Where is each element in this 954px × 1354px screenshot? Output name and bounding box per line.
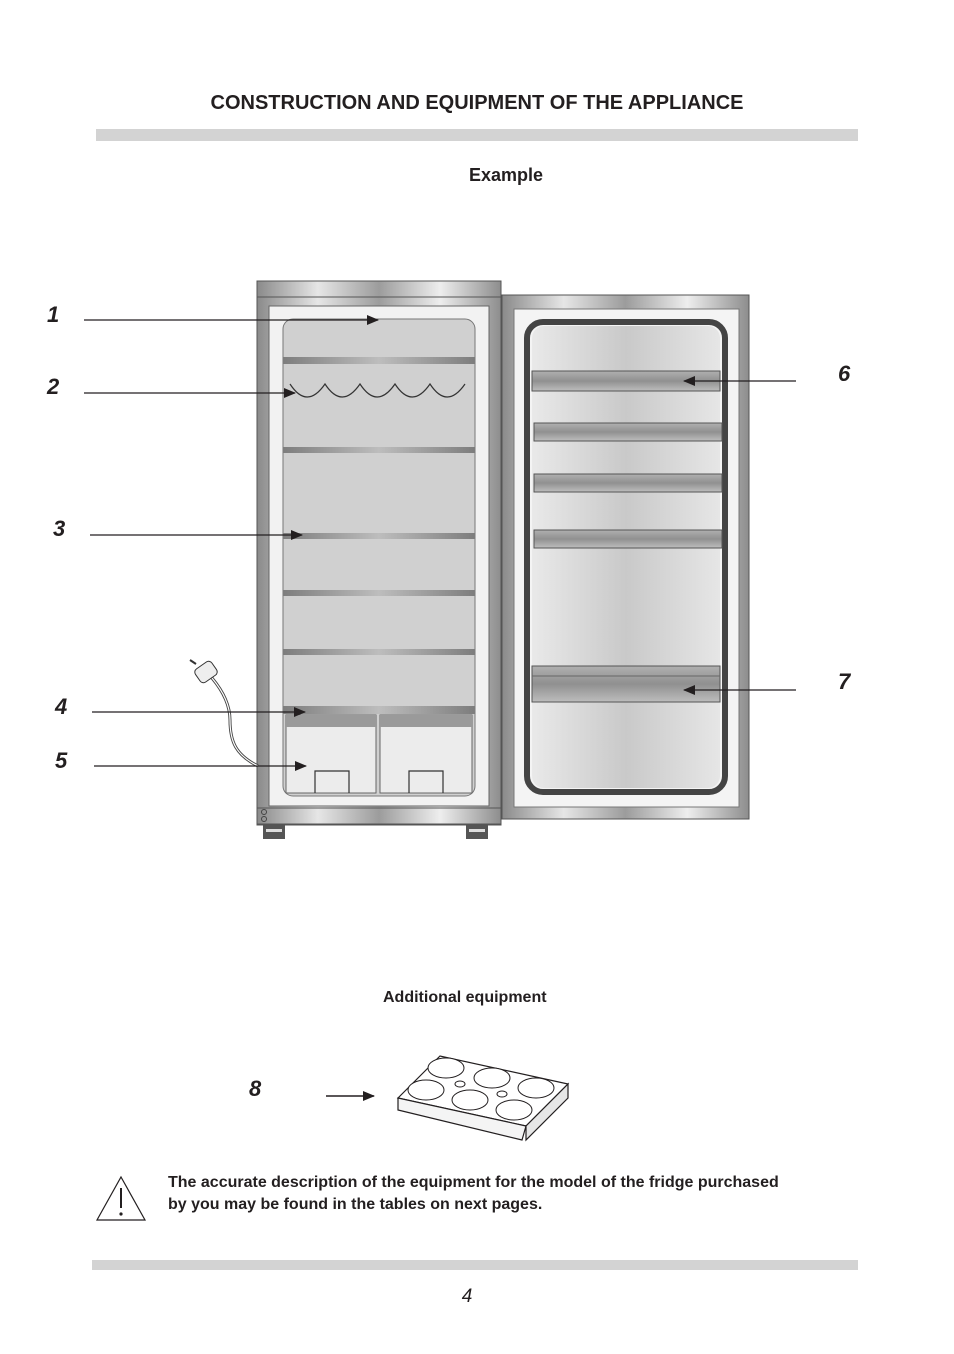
warning-triangle-icon — [95, 1175, 147, 1221]
callout-6: 6 — [838, 361, 851, 386]
callout-2: 2 — [47, 374, 60, 399]
open-door — [501, 294, 750, 820]
notice-line-1: The accurate description of the equipmen… — [168, 1174, 779, 1191]
bottom-divider — [92, 1260, 858, 1270]
figure-caption: Example — [469, 165, 544, 185]
callout-7: 7 — [838, 669, 851, 694]
callout-1: 1 — [47, 302, 60, 327]
page-title: CONSTRUCTION AND EQUIPMENT OF THE APPLIA… — [210, 92, 744, 114]
callout-4: 4 — [55, 694, 68, 719]
page-number: 4 — [461, 1286, 473, 1307]
notice-line-2: by you may be found in the tables on nex… — [168, 1196, 543, 1213]
power-cord — [189, 659, 259, 768]
leader-lines — [84, 315, 796, 771]
cabinet — [256, 280, 502, 839]
egg-tray-illustration — [326, 1055, 570, 1142]
top-divider — [96, 129, 858, 141]
callout-3: 3 — [53, 516, 66, 541]
callout-8: 8 — [249, 1076, 262, 1101]
callout-5: 5 — [55, 748, 68, 773]
additional-equipment-heading: Additional equipment — [383, 989, 547, 1006]
equipment-notice: The accurate description of the equipmen… — [168, 1172, 868, 1216]
